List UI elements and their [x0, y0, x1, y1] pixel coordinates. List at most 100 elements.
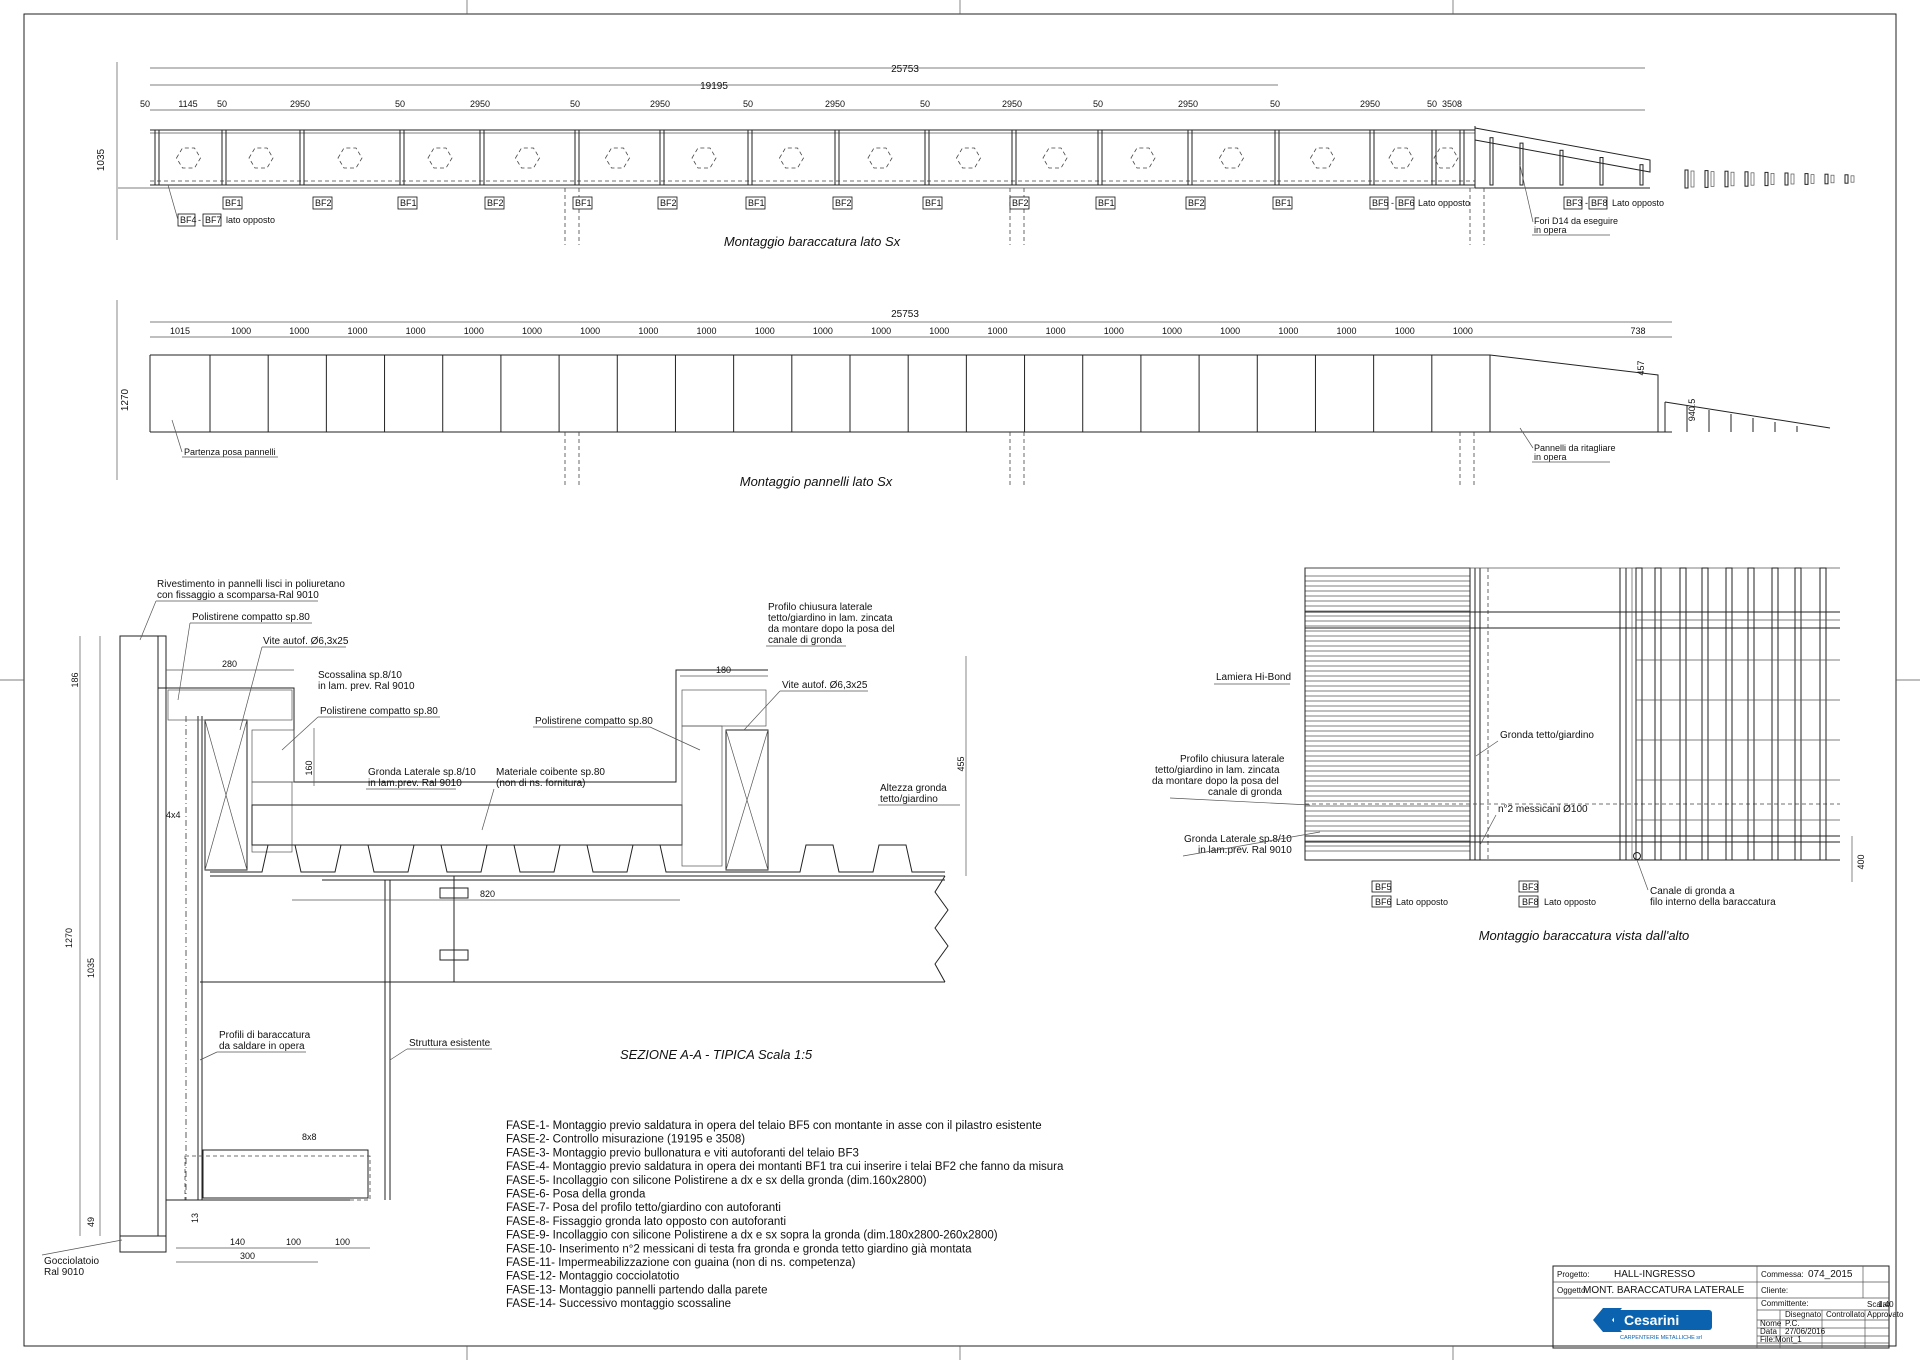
tag-bf2: BF2: [835, 198, 852, 208]
frame-post: [1187, 129, 1193, 186]
tag-bf1: BF1: [575, 198, 592, 208]
dim-value: 2950: [1360, 99, 1380, 109]
dim-value: 1000: [813, 326, 833, 336]
svg-text:File:: File:: [1760, 1335, 1775, 1344]
plan-post: [1819, 567, 1827, 861]
svg-text:-: -: [1391, 198, 1394, 208]
dim-100b: 100: [335, 1237, 350, 1247]
svg-text:Ral 9010: Ral 9010: [44, 1267, 84, 1278]
tag-bf7: BF7: [205, 215, 222, 225]
dim-1035: 1035: [86, 958, 96, 978]
svg-text:(non di ns. fornitura): (non di ns. fornitura): [496, 778, 586, 789]
title-elevation-frame: Montaggio baraccatura lato Sx: [724, 234, 901, 249]
label-lamiera: Lamiera Hi-Bond: [1216, 672, 1291, 683]
frame-hex: [956, 147, 981, 169]
dim-value: 1000: [1104, 326, 1124, 336]
dim-value: 1000: [347, 326, 367, 336]
dim-value: 1000: [871, 326, 891, 336]
label-lato-opposto: Lato opposto: [1418, 198, 1470, 208]
phase-line: FASE-10- Inserimento n°2 messicani di te…: [506, 1243, 972, 1255]
frame-hex: [691, 147, 717, 169]
dim-value: 1000: [755, 326, 775, 336]
frame-post: [1431, 129, 1437, 186]
dim-value: 1000: [464, 326, 484, 336]
dim-280: 280: [222, 659, 237, 669]
phase-line: FASE-1- Montaggio previo saldatura in op…: [506, 1120, 1042, 1132]
tag-bf1: BF1: [1275, 198, 1292, 208]
label-profilo-chiusura: Profilo chiusura laterale: [768, 602, 873, 613]
svg-text:CARPENTERIE METALLICHE srl: CARPENTERIE METALLICHE srl: [1620, 1335, 1702, 1341]
label-gronda-laterale: Gronda Laterale sp.8/10: [368, 767, 476, 778]
label-profilo-plan: Profilo chiusura laterale: [1180, 754, 1285, 765]
svg-text:in lam.prev. Ral 9010: in lam.prev. Ral 9010: [1198, 845, 1292, 856]
dim-4x4: 4x4: [166, 810, 181, 820]
dim-value: 1000: [697, 326, 717, 336]
dim-value: 738: [1630, 326, 1645, 336]
dim-186: 186: [70, 672, 80, 687]
dim-160: 160: [304, 760, 314, 775]
svg-text:con fissaggio a scomparsa-Ral: con fissaggio a scomparsa-Ral 9010: [157, 590, 319, 601]
logo-text: Cesarini: [1624, 1312, 1679, 1328]
dim-value: 3508: [1442, 99, 1462, 109]
frame-hex: [176, 147, 201, 169]
dim-value: 1000: [929, 326, 949, 336]
svg-text:in opera: in opera: [1534, 225, 1567, 235]
svg-text:tetto/giardino in lam. zincata: tetto/giardino in lam. zincata: [768, 613, 893, 624]
dim-value: 1000: [1220, 326, 1240, 336]
svg-text:P.C.: P.C.: [1785, 1319, 1800, 1328]
label-coibente: Materiale coibente sp.80: [496, 767, 605, 778]
frame-post: [1011, 129, 1017, 186]
frame-post: [1369, 129, 1375, 186]
frame-hex: [1219, 147, 1244, 169]
dim-value: 1000: [1453, 326, 1473, 336]
dim-value: 50: [395, 99, 405, 109]
phase-line: FASE-12- Montaggio cocciolatotio: [506, 1271, 679, 1283]
frame-hex: [1310, 147, 1335, 169]
phase-line: FASE-14- Successivo montaggio scossaline: [506, 1298, 731, 1310]
dim-value: 1145: [178, 99, 197, 109]
svg-text:Mont_1: Mont_1: [1775, 1335, 1802, 1344]
dim-300: 300: [240, 1251, 255, 1261]
svg-text:Disegnato: Disegnato: [1785, 1310, 1822, 1319]
tag-bf2: BF2: [1012, 198, 1029, 208]
label-polistirene: Polistirene compatto sp.80: [192, 612, 310, 623]
frame-post: [154, 129, 160, 186]
label-canale-gronda: Canale di gronda a: [1650, 886, 1735, 897]
label-messicani: n°2 messicani Ø100: [1498, 804, 1588, 815]
cesarini-logo: Cesarini CARPENTERIE METALLICHE srl: [1593, 1308, 1712, 1341]
phase-line: FASE-4- Montaggio previo saldatura in op…: [506, 1161, 1064, 1173]
dim-455: 455: [956, 756, 966, 771]
dim-value: 1000: [638, 326, 658, 336]
frame-post: [924, 129, 930, 186]
title-block: Progetto: HALL-INGRESSO Oggetto: MONT. B…: [1552, 1265, 1904, 1349]
tag-bf1: BF1: [400, 198, 417, 208]
frame-post: [221, 129, 227, 186]
label-progetto: Progetto:: [1557, 1270, 1589, 1279]
tag-bf8: BF8: [1522, 897, 1539, 907]
label-lato-opposto: lato opposto: [226, 215, 275, 225]
dim-value: 2950: [825, 99, 845, 109]
label-commessa: Commessa:: [1761, 1270, 1804, 1279]
svg-text:canale di gronda: canale di gronda: [1208, 787, 1282, 798]
tag-bf1: BF1: [925, 198, 942, 208]
dim-820: 820: [480, 889, 495, 899]
tag-bf1: BF1: [1098, 198, 1115, 208]
dim-right-1: 457: [1636, 360, 1646, 375]
dim-total-length: 25753: [891, 309, 919, 320]
dim-value: 1000: [1046, 326, 1066, 336]
label-altezza-gronda: Altezza gronda: [880, 783, 947, 794]
plan-post: [1794, 567, 1802, 861]
frame-post: [479, 129, 485, 186]
frame-hex: [515, 147, 540, 169]
dim-value: 1000: [580, 326, 600, 336]
dim-partial-length: 19195: [700, 81, 728, 92]
dim-value: 2950: [470, 99, 490, 109]
dim-value: 1000: [289, 326, 309, 336]
frame-hex: [337, 147, 363, 169]
svg-text:in opera: in opera: [1534, 452, 1567, 462]
